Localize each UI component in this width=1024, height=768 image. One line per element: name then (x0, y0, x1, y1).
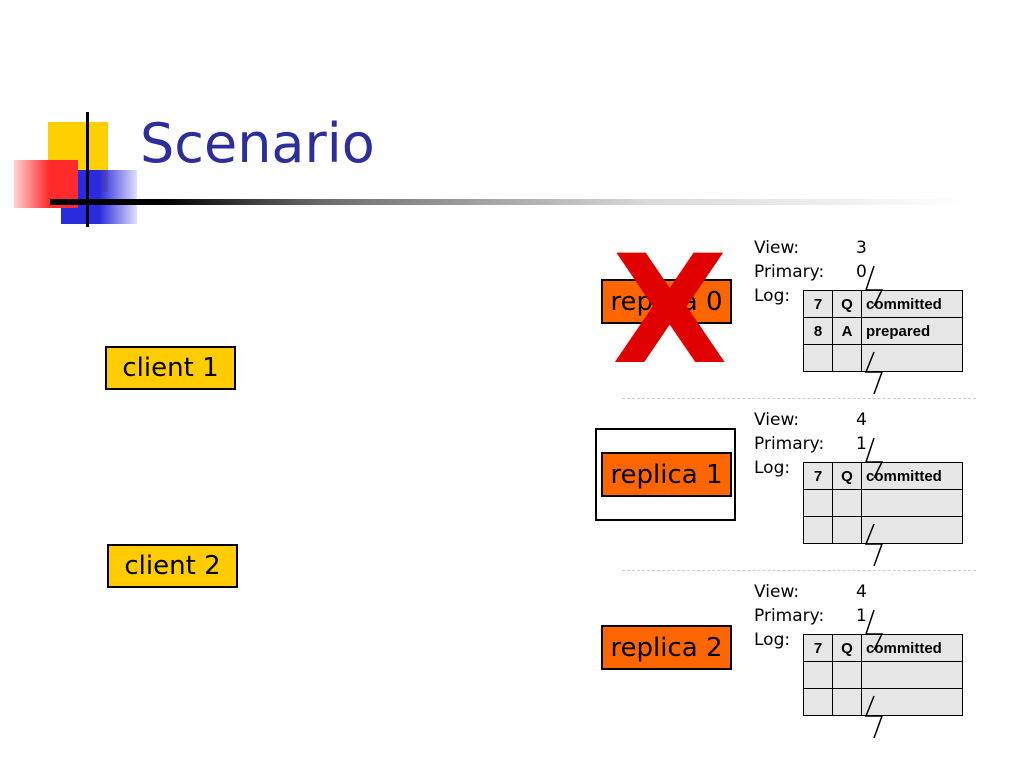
separator-2 (622, 570, 976, 571)
replica-0-box: replica 0 (601, 279, 732, 324)
log-row (803, 661, 963, 689)
replica-2-log-table: 7 Q committed (803, 634, 963, 716)
replica-2-state: View: 4 Primary: 1 Log: (754, 580, 884, 652)
log-seq: 7 (803, 462, 833, 490)
log-seq (803, 661, 833, 689)
log-seq (803, 688, 833, 716)
log-status: prepared (861, 317, 963, 345)
log-row: 7 Q committed (803, 634, 963, 662)
replica-0-log-table: 7 Q committed 8 A prepared (803, 290, 963, 372)
title-underline (50, 199, 970, 205)
log-row: 7 Q committed (803, 462, 963, 490)
log-seq (803, 489, 833, 517)
separator-1 (622, 398, 976, 399)
primary-value: 1 (856, 434, 867, 454)
primary-value: 0 (856, 262, 867, 282)
log-label: Log: (754, 458, 791, 478)
replica-0-state: View: 3 Primary: 0 Log: (754, 236, 884, 308)
failure-cross-icon: X (612, 224, 728, 398)
log-status (861, 661, 963, 689)
decor-vertical-line (86, 112, 89, 227)
replica-1-frame (595, 428, 736, 521)
log-status (861, 516, 963, 544)
log-tear-mark-icon (864, 437, 884, 567)
log-status: committed (861, 290, 963, 318)
log-seq: 7 (803, 290, 833, 318)
log-row: 8 A prepared (803, 317, 963, 345)
log-seq (803, 516, 833, 544)
client-2-box: client 2 (107, 544, 238, 588)
view-value: 4 (856, 582, 867, 602)
view-value: 4 (856, 410, 867, 430)
log-row (803, 344, 963, 372)
view-value: 3 (856, 238, 867, 258)
client-1-box: client 1 (105, 346, 236, 390)
view-label: View: (754, 582, 800, 602)
primary-label: Primary: (754, 262, 825, 282)
log-status (861, 344, 963, 372)
log-status (861, 688, 963, 716)
replica-1-log-table: 7 Q committed (803, 462, 963, 544)
log-tear-mark-icon (864, 609, 884, 739)
view-label: View: (754, 238, 800, 258)
replica-2-box: replica 2 (601, 625, 732, 670)
replica-1-state: View: 4 Primary: 1 Log: (754, 408, 884, 480)
log-row (803, 516, 963, 544)
log-seq: 8 (803, 317, 833, 345)
primary-label: Primary: (754, 606, 825, 626)
slide-title: Scenario (140, 112, 375, 175)
log-op (832, 688, 862, 716)
log-label: Log: (754, 630, 791, 650)
log-status (861, 489, 963, 517)
primary-label: Primary: (754, 434, 825, 454)
view-label: View: (754, 410, 800, 430)
log-label: Log: (754, 286, 791, 306)
log-row: 7 Q committed (803, 290, 963, 318)
primary-value: 1 (856, 606, 867, 626)
log-op: Q (832, 290, 862, 318)
log-seq (803, 344, 833, 372)
log-seq: 7 (803, 634, 833, 662)
log-op (832, 661, 862, 689)
log-row (803, 688, 963, 716)
log-status: committed (861, 634, 963, 662)
log-tear-mark-icon (864, 265, 884, 395)
replica-1-box: replica 1 (601, 452, 732, 497)
